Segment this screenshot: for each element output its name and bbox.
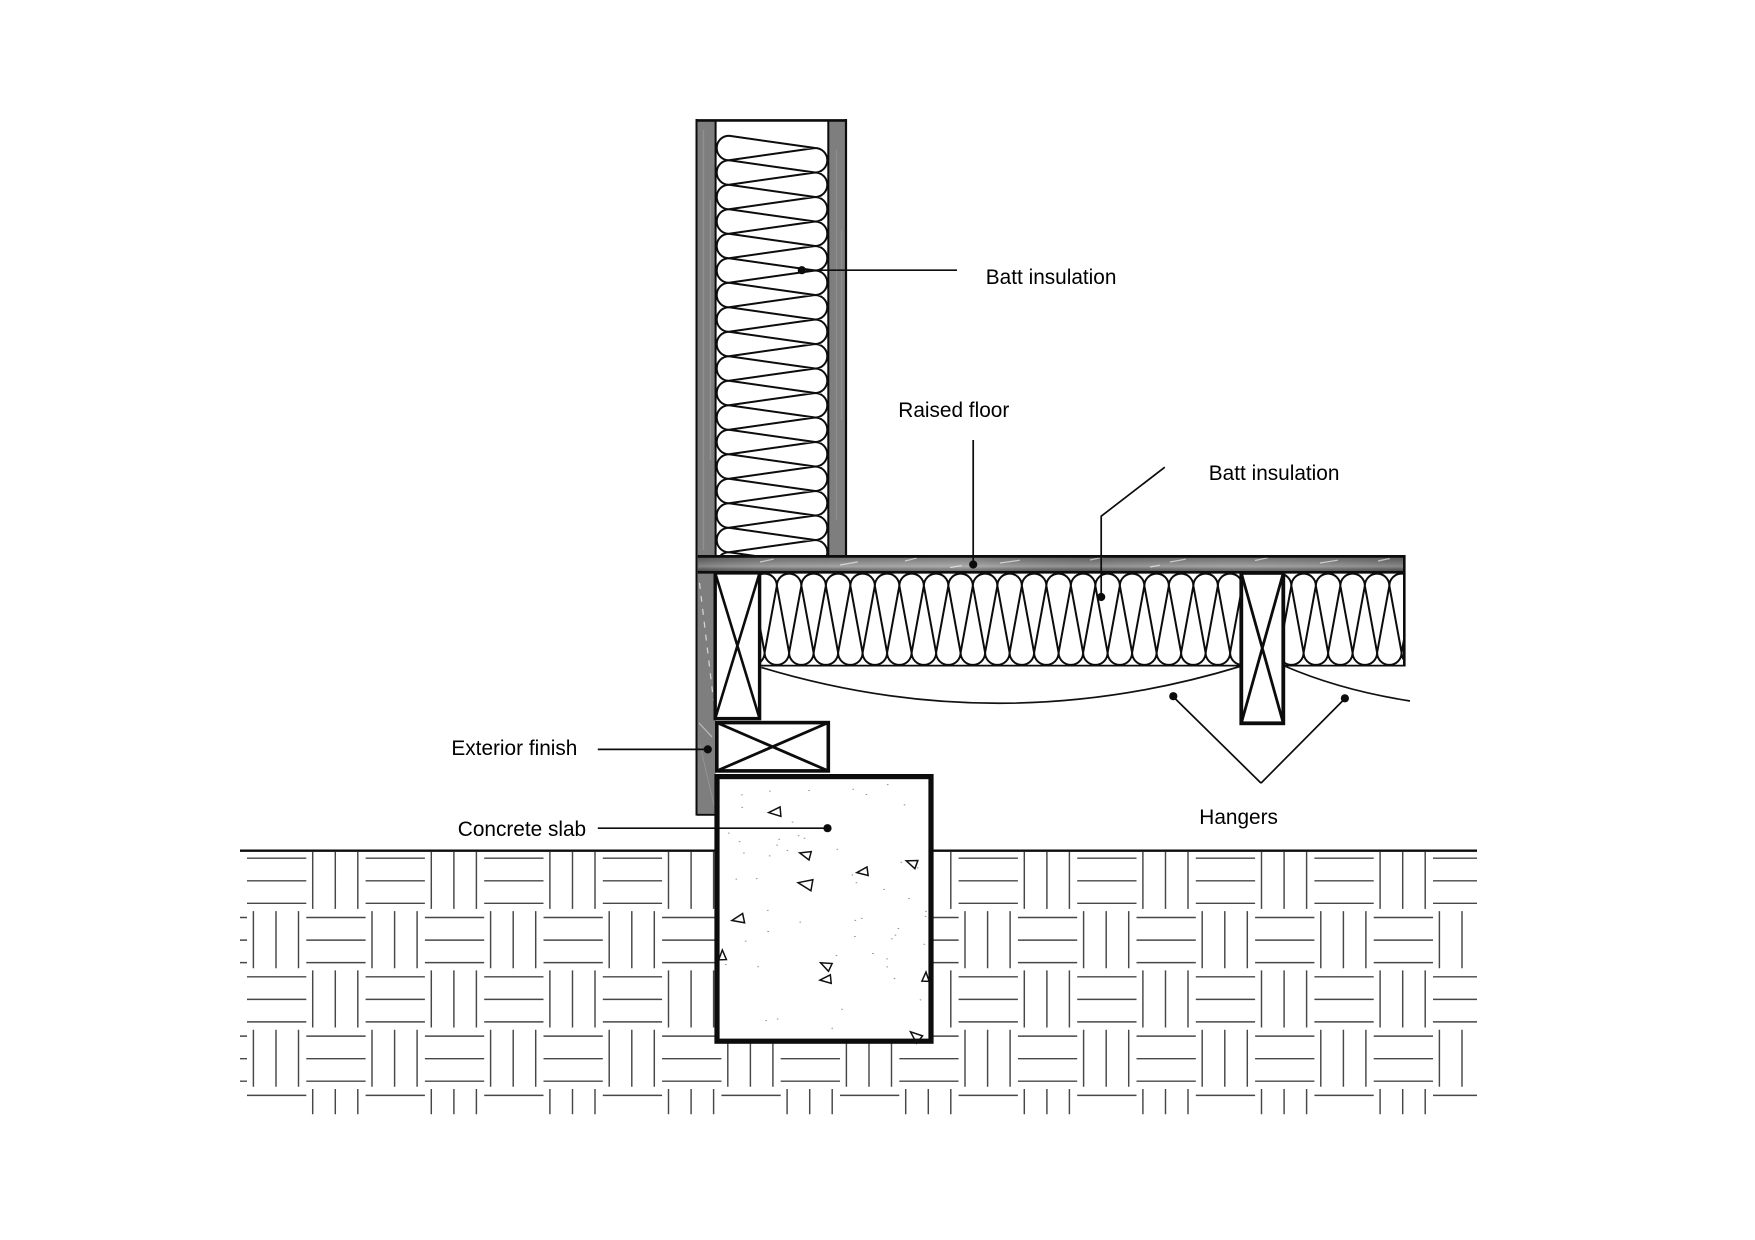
- svg-text:Hangers: Hangers: [1199, 806, 1278, 829]
- svg-text:Raised floor: Raised floor: [898, 399, 1009, 422]
- svg-text:Exterior finish: Exterior finish: [451, 737, 577, 760]
- svg-text:Batt insulation: Batt insulation: [1209, 462, 1340, 485]
- svg-text:Batt insulation: Batt insulation: [986, 266, 1117, 289]
- svg-text:Concrete slab: Concrete slab: [458, 818, 586, 841]
